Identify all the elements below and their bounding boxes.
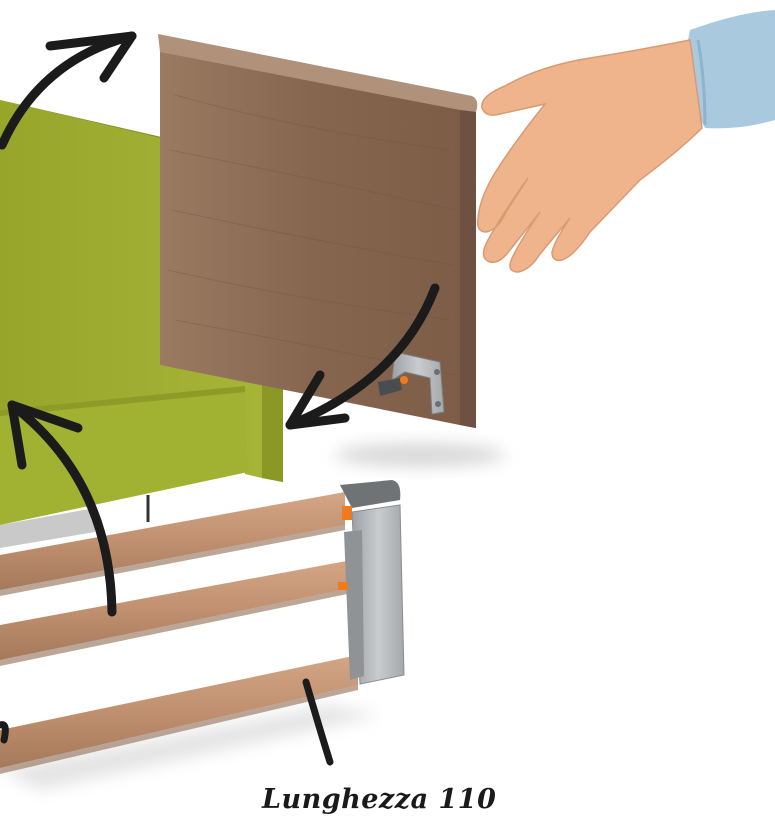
hand-and-sleeve <box>478 10 775 272</box>
length-caption: Lunghezza 110 <box>262 784 522 824</box>
